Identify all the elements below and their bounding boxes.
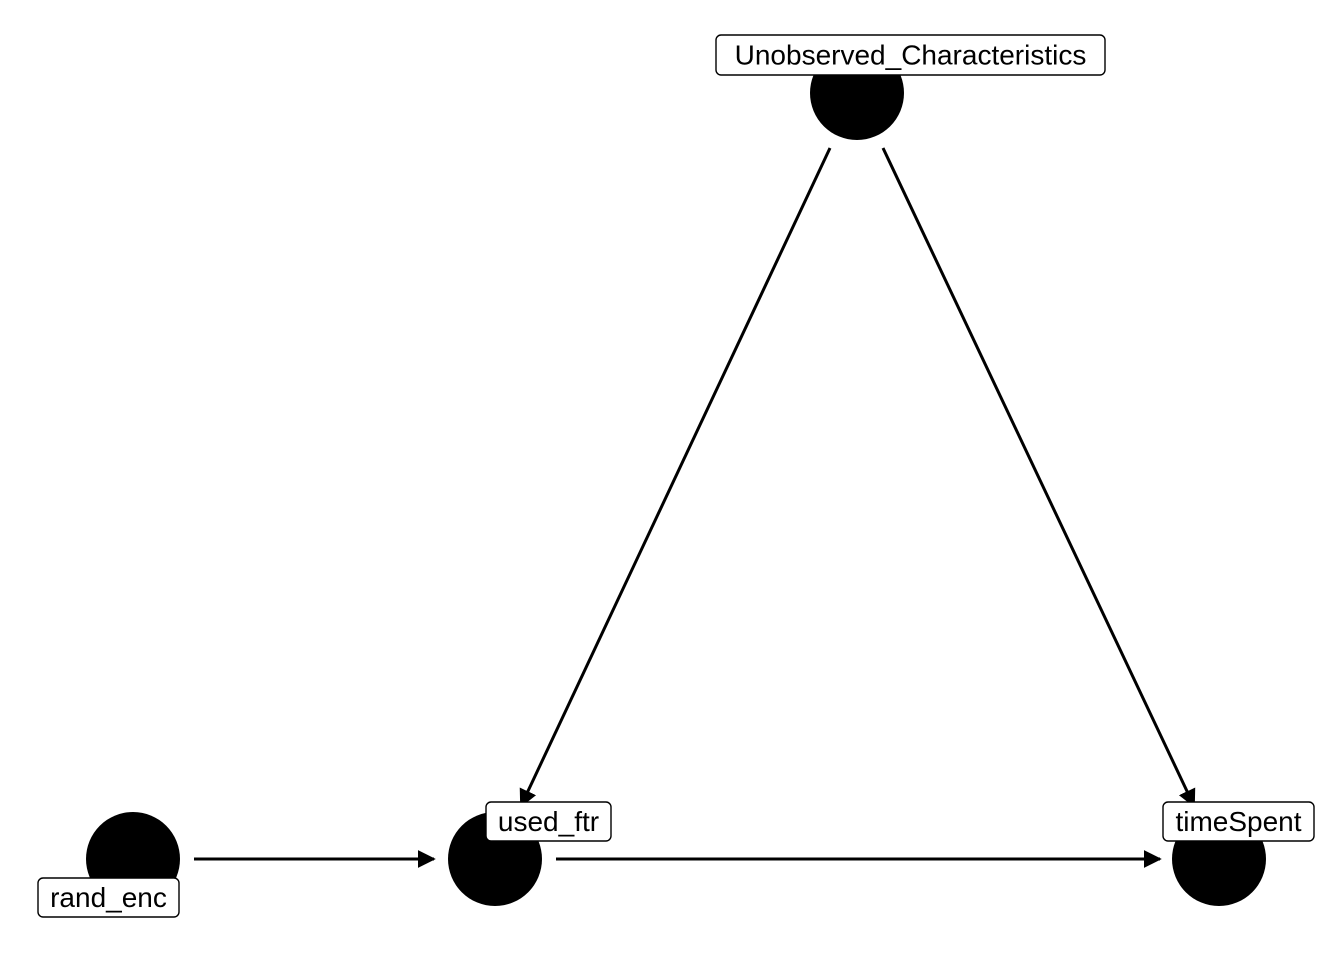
label-box-used-ftr [485,801,612,842]
label-box-rand-enc [37,877,180,918]
label-text-unobserved: Unobserved_Characteristics [735,40,1087,71]
edge-unobserved-to-used-ftr [519,147,832,808]
label-text-used-ftr: used_ftr [498,806,599,837]
label-text-timespent: timeSpent [1175,806,1301,837]
edges-layer [194,147,1196,868]
label-text-rand-enc: rand_enc [50,882,167,913]
label-unobserved-characteristics: Unobserved_Characteristics [715,34,1106,76]
edge-unobserved-to-timespent [881,147,1196,808]
label-used-ftr: used_ftr [485,801,612,842]
label-box-unobserved [715,34,1106,76]
label-timespent: timeSpent [1162,801,1315,842]
label-box-timespent [1162,801,1315,842]
label-rand-enc: rand_enc [37,877,180,918]
labels-layer: Unobserved_Characteristics rand_enc used… [37,34,1315,918]
